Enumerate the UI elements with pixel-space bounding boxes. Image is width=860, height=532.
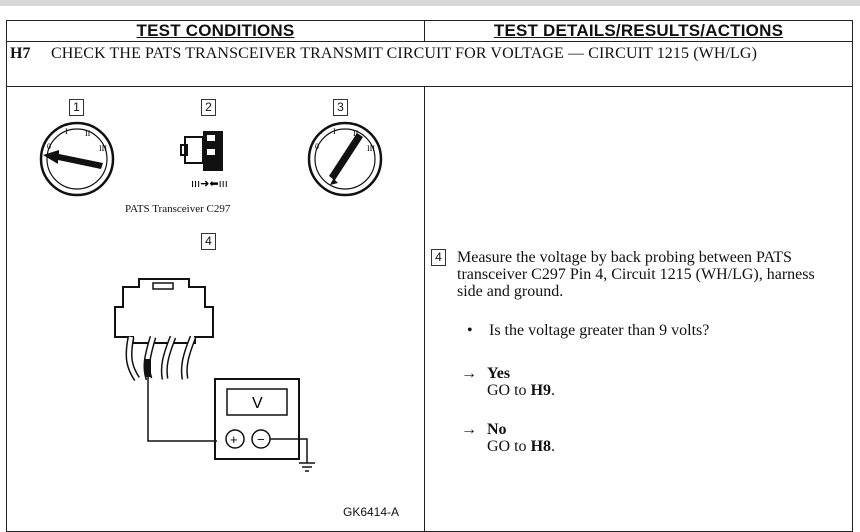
yes-action-prefix: GO to (487, 382, 531, 399)
voltmeter-probe-icon: V + − (114, 278, 315, 472)
connector-caption: PATS Transceiver C297 (125, 203, 231, 215)
top-border (0, 0, 860, 6)
no-label: No (487, 421, 507, 438)
no-action-target: H8 (530, 438, 552, 455)
svg-text:II: II (353, 129, 359, 138)
ignition-switch-on-icon: 0 I II III (307, 121, 383, 197)
header-test-details: TEST DETAILS/RESULTS/ACTIONS (424, 20, 853, 42)
test-details-cell: 4 Measure the voltage by back probing be… (424, 86, 853, 532)
arrow-right-icon: → (461, 421, 477, 438)
svg-text:0: 0 (47, 142, 51, 151)
header-test-conditions: TEST CONDITIONS (6, 20, 425, 42)
test-conditions-cell: 1 2 3 0 I II III (6, 86, 425, 532)
ignition-switch-off-icon: 0 I II III (39, 121, 115, 197)
figure-box-2: 2 (201, 99, 216, 116)
svg-text:II: II (85, 129, 91, 138)
details-step-box: 4 (431, 249, 446, 266)
figure-box-4: 4 (201, 233, 216, 250)
svg-text:III: III (99, 144, 107, 153)
meter-plus: + (230, 432, 238, 447)
meter-minus: − (257, 432, 265, 447)
no-action-prefix: GO to (487, 438, 531, 455)
svg-text:I: I (65, 127, 68, 136)
question-text: Is the voltage greater than 9 volts? (489, 322, 710, 339)
figure-box-1: 1 (69, 99, 84, 116)
step-title-row: H7 CHECK THE PATS TRANSCEIVER TRANSMIT C… (6, 41, 853, 87)
connector-disconnect-icon: ııı➜⬅ııı (180, 131, 228, 190)
yes-label: Yes (487, 365, 511, 382)
meter-label: V (252, 395, 263, 412)
figure-code: GK6414-A (343, 505, 400, 519)
svg-text:0: 0 (315, 142, 319, 151)
svg-text:III: III (367, 144, 375, 153)
step-id: H7 (10, 45, 31, 62)
instruction-text: Measure the voltage by back probing betw… (457, 249, 815, 300)
diagnostic-table: TEST CONDITIONS TEST DETAILS/RESULTS/ACT… (6, 20, 853, 532)
yes-action-target: H9 (530, 382, 552, 399)
svg-text:ııı➜⬅ııı: ııı➜⬅ııı (191, 177, 228, 190)
no-answer: No GO to H8. (487, 421, 556, 455)
yes-answer: Yes GO to H9. (487, 365, 556, 399)
arrow-right-icon: → (461, 365, 477, 382)
bullet-icon: • (467, 322, 473, 339)
figure-box-3: 3 (333, 99, 348, 116)
svg-text:I: I (333, 127, 336, 136)
step-title: CHECK THE PATS TRANSCEIVER TRANSMIT CIRC… (51, 45, 757, 62)
